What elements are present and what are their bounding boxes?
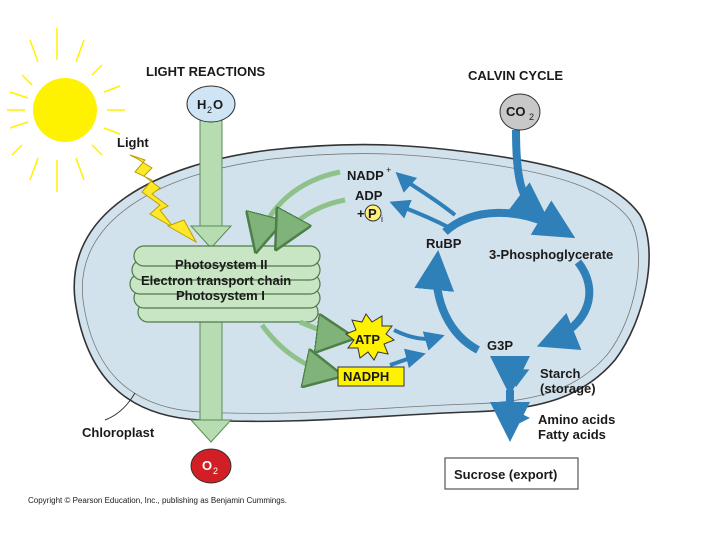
co2-text: CO <box>506 104 526 119</box>
atp-label: ATP <box>355 332 380 347</box>
photosystem-i-label: Photosystem I <box>176 288 265 303</box>
nadp-superscript: + <box>386 165 391 175</box>
h2o-subscript: 2 <box>207 105 212 115</box>
h2o-o-text: O <box>213 97 223 112</box>
co2-molecule: CO 2 <box>499 93 541 131</box>
adp-label: ADP <box>355 188 383 203</box>
nadp-plus-label: NADP <box>347 168 384 183</box>
phosphate-p: P <box>368 206 377 221</box>
light-bolt-icon <box>129 154 175 229</box>
atp-badge: ATP <box>344 313 396 361</box>
green-arrows-in <box>258 169 346 244</box>
light-reactions-header: LIGHT REACTIONS <box>146 64 265 79</box>
electron-transport-chain-label: Electron transport chain <box>141 273 291 288</box>
phosphate-i: i <box>381 214 383 224</box>
plus-label: + <box>357 206 365 221</box>
thylakoid-stack <box>129 245 321 323</box>
light-bolt-arrowhead <box>166 219 198 244</box>
h2o-molecule: H 2 O <box>186 85 236 123</box>
co2-subscript: 2 <box>529 112 534 122</box>
rubp-label: RuBP <box>426 236 462 251</box>
storage-label: (storage) <box>540 381 596 396</box>
o2-subscript: 2 <box>213 466 218 476</box>
green-arrows-out <box>259 322 346 374</box>
chloroplast-label: Chloroplast <box>82 425 155 440</box>
o2-arrow <box>189 319 233 443</box>
chloroplast-leader-line <box>104 392 136 421</box>
h2o-text: H <box>197 97 206 112</box>
fatty-acids-label: Fatty acids <box>538 427 606 442</box>
photosystem-ii-label: Photosystem II <box>175 257 267 272</box>
chloroplast-inner-membrane <box>81 153 639 414</box>
phosphate-circle <box>364 204 382 222</box>
sucrose-box: Sucrose (export) <box>444 457 579 490</box>
nadph-label: NADPH <box>343 369 389 384</box>
calvin-cycle-header: CALVIN CYCLE <box>468 68 563 83</box>
phosphoglycerate-label: 3-Phosphoglycerate <box>489 247 613 262</box>
g3p-label: G3P <box>487 338 513 353</box>
sun-icon <box>7 28 125 192</box>
copyright-text: Copyright © Pearson Education, Inc., pub… <box>28 496 287 505</box>
o2-molecule: O 2 <box>190 448 232 484</box>
o2-text: O <box>202 458 212 473</box>
calvin-branch-arrows <box>389 171 530 428</box>
nadph-badge: NADPH <box>337 366 405 387</box>
light-label: Light <box>117 135 149 150</box>
amino-acids-label: Amino acids <box>538 412 615 427</box>
sucrose-label: Sucrose (export) <box>454 467 557 482</box>
starch-label: Starch <box>540 366 581 381</box>
